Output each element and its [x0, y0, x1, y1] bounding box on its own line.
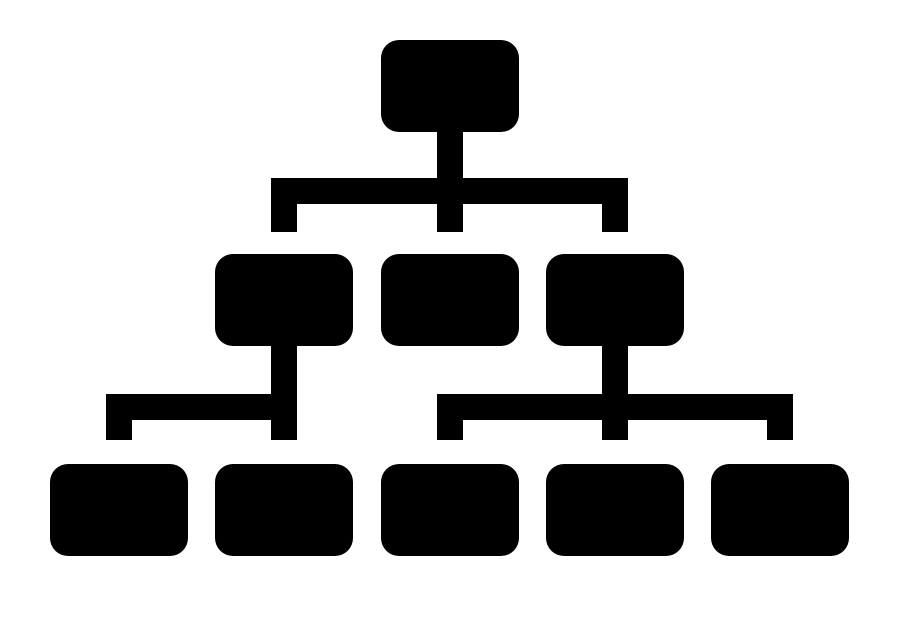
level2-node-box-3: [546, 254, 684, 346]
connector-level2-drop-1: [271, 178, 297, 232]
level3-node-box-4: [546, 464, 684, 556]
connector-right-drop-3: [767, 394, 793, 440]
level3-node-box-5: [711, 464, 849, 556]
connector-right-bar: [437, 394, 793, 420]
connector-right-stem: [602, 342, 628, 440]
connector-level2-drop-2: [437, 178, 463, 232]
connector-left-bar: [106, 394, 297, 420]
level3-node-box-3: [381, 464, 519, 556]
level2-node-box-2: [381, 254, 519, 346]
connector-level2-drop-3: [602, 178, 628, 232]
connector-root-stem: [437, 128, 463, 182]
connector-left-stem: [271, 342, 297, 440]
connector-left-drop-1: [106, 394, 132, 440]
root-node-box: [381, 40, 519, 132]
node-boxes: [50, 40, 849, 556]
level3-node-box-1: [50, 464, 188, 556]
connector-right-drop-1: [437, 394, 463, 440]
connector-lines: [106, 128, 793, 440]
level3-node-box-2: [215, 464, 353, 556]
level2-node-box-1: [215, 254, 353, 346]
